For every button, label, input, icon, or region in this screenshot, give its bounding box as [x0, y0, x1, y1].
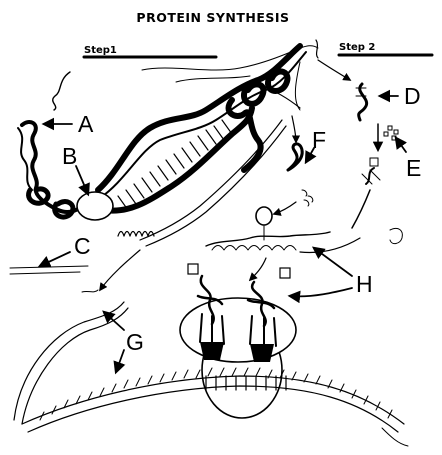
flow-arrow-to-d	[317, 59, 352, 81]
arrow-f	[304, 147, 317, 165]
anticodon-right	[250, 344, 274, 362]
mrna-codon-ticks	[39, 367, 393, 421]
strand-down-right	[294, 61, 301, 111]
mrna-strand-2	[145, 125, 287, 247]
arrow-g-down	[113, 349, 126, 375]
label-a: A	[78, 111, 94, 137]
label-c: C	[74, 233, 91, 259]
anticodon-left	[200, 342, 224, 360]
step2-label: Step 2	[339, 42, 375, 53]
flow-arrow-mrna-down	[99, 249, 141, 292]
strand-step2-down	[351, 189, 371, 229]
mrna-strand-1	[139, 119, 283, 241]
arrow-b	[75, 165, 90, 197]
arrow-c	[37, 251, 71, 268]
arrow-h-up	[311, 246, 353, 277]
trna-complex	[361, 157, 381, 185]
mrna-ribosome-teeth	[205, 375, 287, 391]
trna-f	[286, 142, 304, 172]
flow-arrow-to-f	[291, 115, 301, 144]
flow-arrow-to-ribosome	[272, 201, 297, 216]
label-f: F	[312, 127, 326, 153]
polypeptide-beads	[211, 245, 297, 251]
g-target-shape	[81, 289, 99, 293]
label-b: B	[62, 143, 77, 169]
trna-left	[187, 263, 225, 345]
mrna-loop-left	[21, 307, 129, 425]
label-e: E	[406, 155, 421, 181]
mrna-loop-left-2	[13, 301, 125, 421]
enzyme-squares	[383, 125, 399, 141]
mrna-tail	[381, 427, 409, 447]
mrna-ribbon-top	[21, 375, 405, 425]
trna-right	[246, 267, 291, 347]
amino-acid-step2	[355, 82, 369, 122]
dna-strand-top-2	[175, 75, 251, 83]
page-title: PROTEIN SYNTHESIS	[136, 10, 289, 25]
step1-label: Step1	[84, 45, 117, 56]
ribosome-subunit-small	[255, 206, 273, 226]
arrow-e	[394, 135, 407, 153]
dna-end-squiggle	[315, 39, 319, 59]
label-g: G	[126, 329, 144, 355]
trna-small-marks	[301, 189, 314, 207]
label-d: D	[404, 83, 421, 109]
free-trna-curl	[389, 227, 403, 245]
flow-arrow-ribosome	[248, 257, 267, 282]
mrna-codons	[117, 230, 155, 237]
strand-to-polypeptide	[299, 237, 361, 254]
polypeptide-chain	[205, 231, 331, 247]
dna-strand-top	[141, 45, 319, 71]
strand-mid	[261, 85, 301, 109]
strand-c-2	[9, 271, 81, 275]
ribosome-body	[179, 297, 297, 363]
label-h: H	[356, 271, 373, 297]
strand-c	[9, 265, 89, 269]
dna-double-helix	[17, 43, 307, 220]
rna-polymerase-shape	[76, 191, 114, 221]
arrow-g-up	[102, 310, 125, 331]
mrna-ribbon-bottom	[27, 385, 399, 433]
arrow-h-down	[287, 287, 353, 304]
